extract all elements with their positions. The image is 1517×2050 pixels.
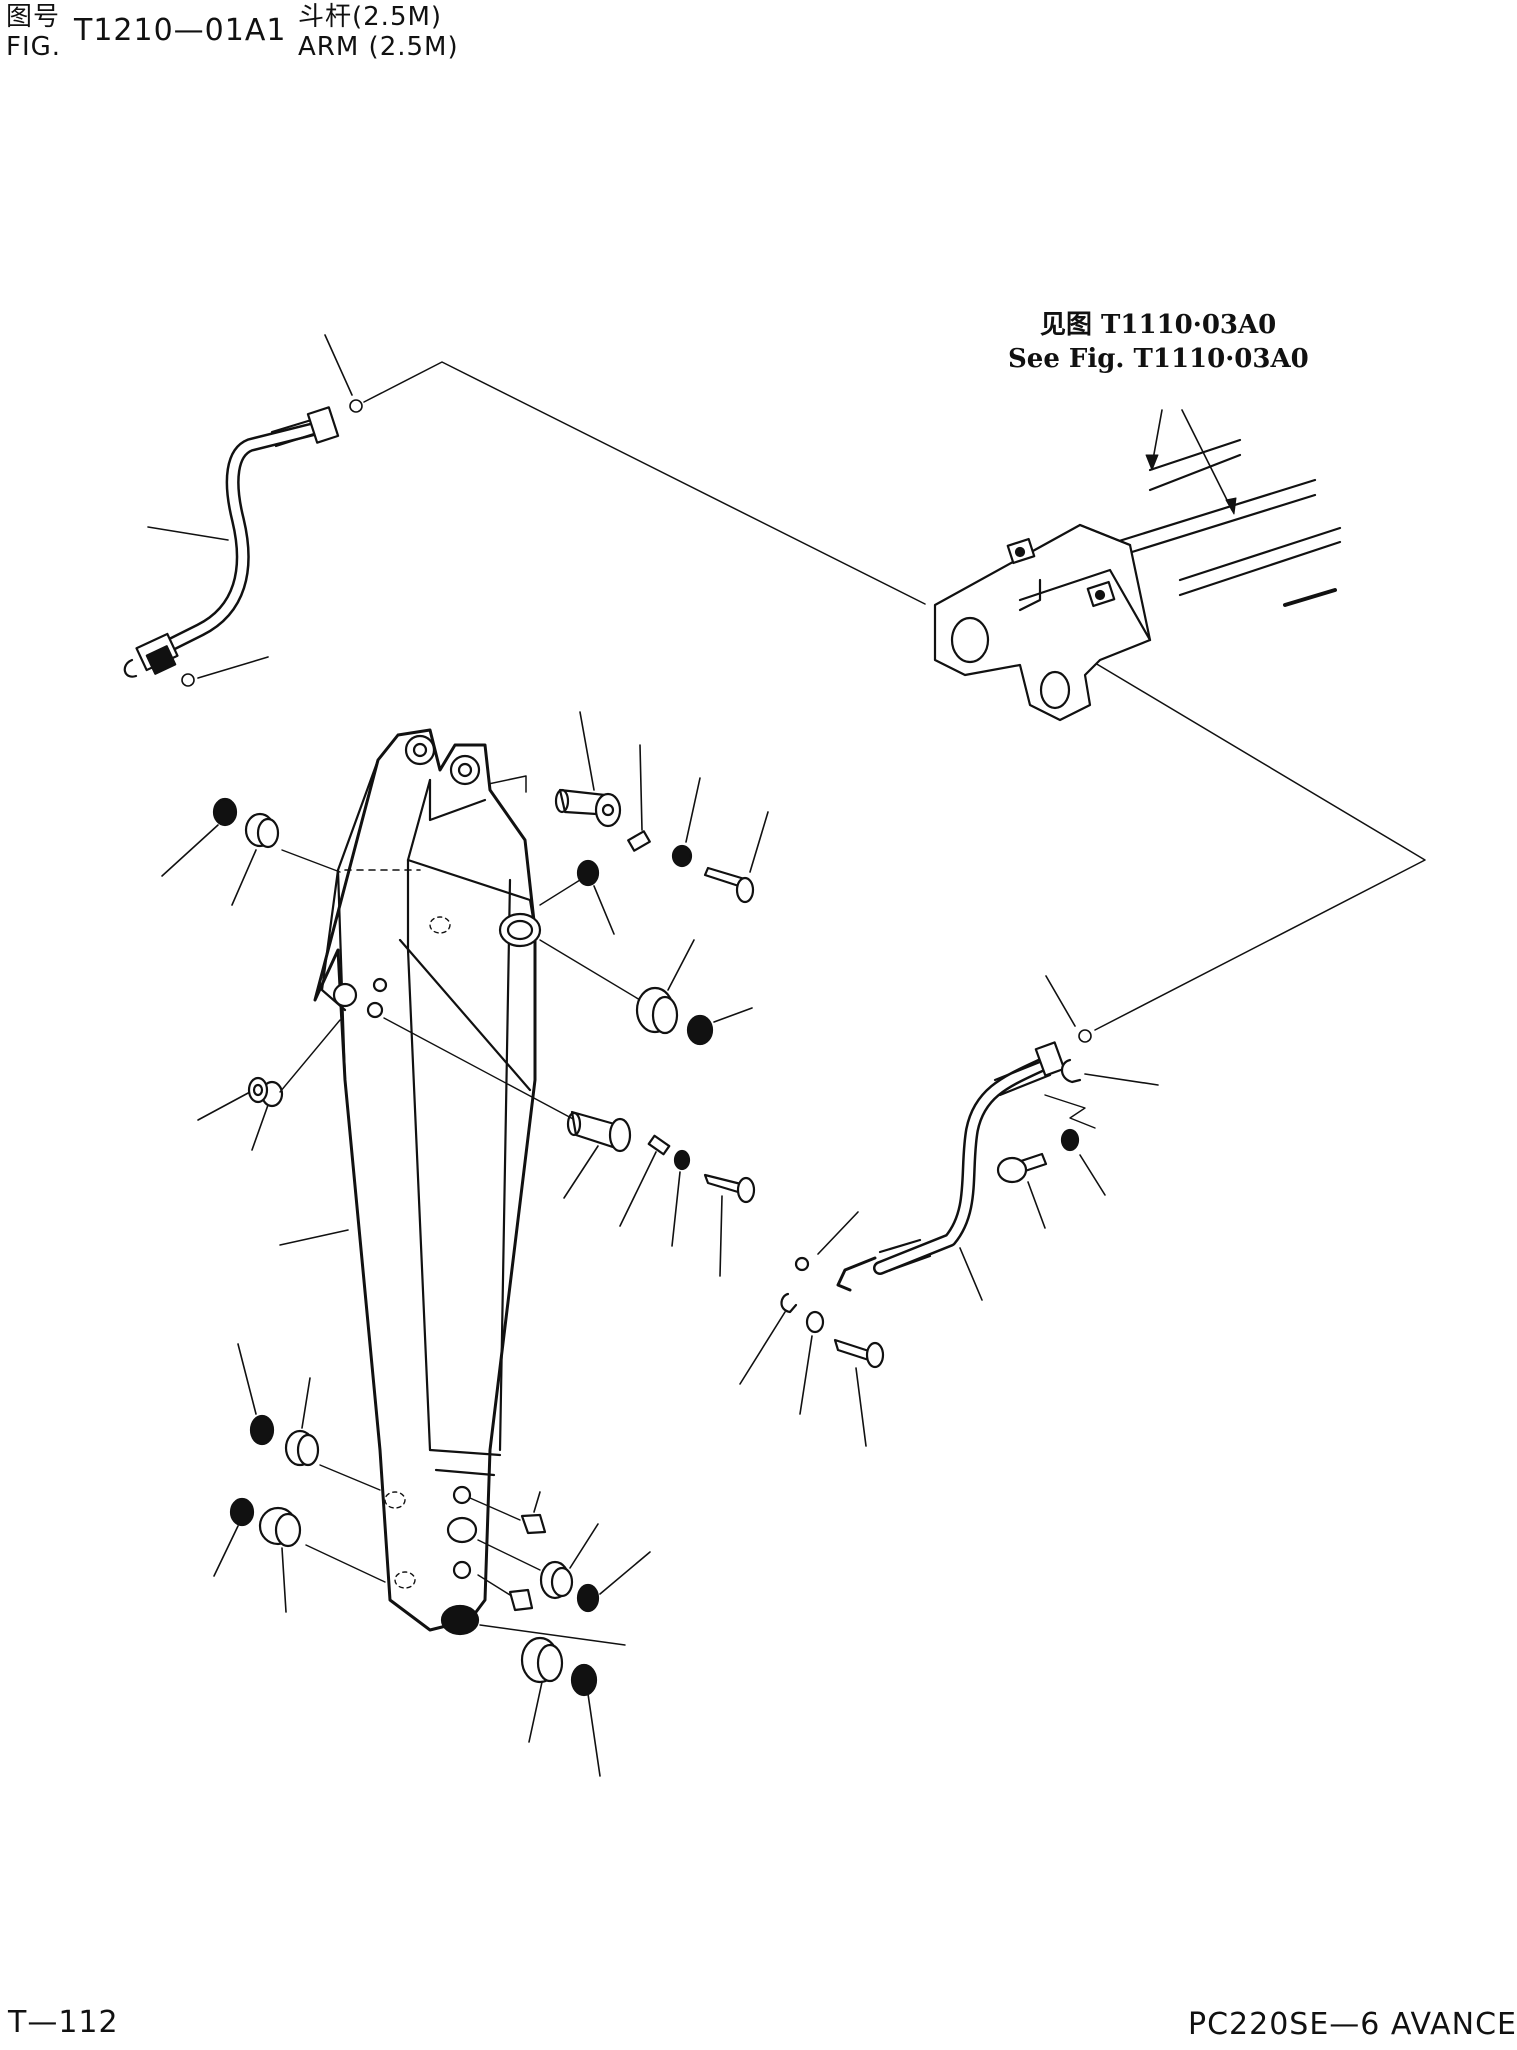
reference-en: See Fig. T1110·03A0 bbox=[1008, 344, 1309, 374]
lower-right-pins bbox=[470, 1498, 625, 1695]
page-number: T—112 bbox=[8, 2005, 119, 2040]
upper-pin-callouts bbox=[580, 712, 768, 934]
lower-left-bushings bbox=[231, 1416, 385, 1582]
upper-hose-callouts bbox=[148, 335, 362, 686]
fig-number: T1210—01A1 bbox=[74, 13, 287, 48]
reference-cn: 见图 T1110·03A0 bbox=[1040, 310, 1277, 340]
lower-left-callouts bbox=[214, 1344, 310, 1612]
fig-label-cn: 图号 bbox=[6, 2, 61, 32]
mid-right-callouts bbox=[668, 940, 752, 1022]
lower-right-callouts bbox=[529, 1492, 650, 1776]
fig-label-en: FIG. bbox=[6, 32, 62, 62]
title-cn: 斗杆(2.5M) bbox=[298, 2, 443, 32]
model-label: PC220SE—6 AVANCE bbox=[1188, 2007, 1517, 2042]
left-washers bbox=[249, 1078, 267, 1102]
arm-callout bbox=[280, 1230, 348, 1245]
upper-left-callouts bbox=[162, 825, 268, 1150]
upper-left-bushings bbox=[214, 799, 340, 1106]
lower-hose bbox=[782, 1042, 1096, 1367]
arm-body bbox=[315, 730, 540, 1634]
boom-end bbox=[935, 410, 1340, 720]
title-en: ARM (2.5M) bbox=[298, 32, 459, 62]
mid-pin-callouts bbox=[564, 1146, 722, 1276]
upper-pin-group bbox=[540, 790, 753, 905]
upper-hose bbox=[125, 407, 338, 676]
mid-pin-group bbox=[384, 1018, 754, 1202]
mid-right-bushing bbox=[540, 940, 712, 1044]
lower-hose-callouts bbox=[740, 976, 1158, 1446]
